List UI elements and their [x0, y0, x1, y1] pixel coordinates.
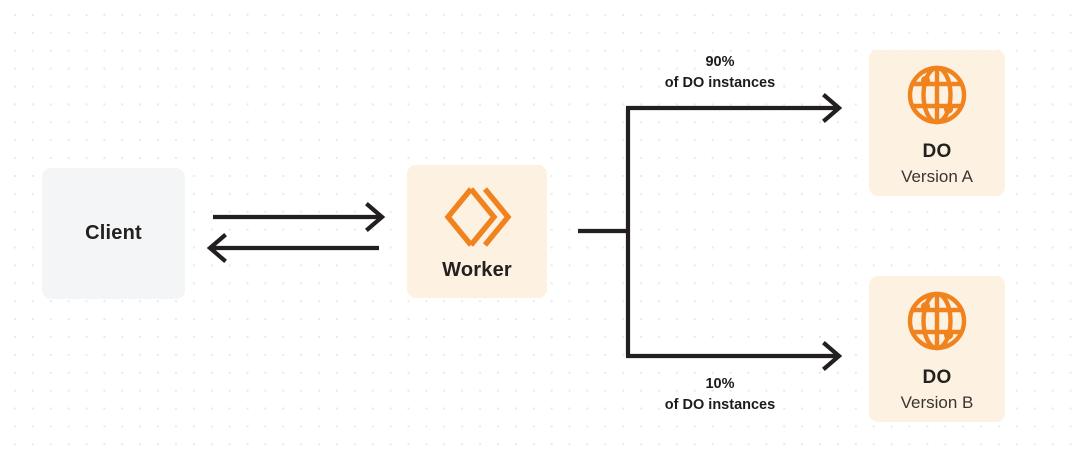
- connector-worker-split: [578, 108, 631, 356]
- edge-label-bottom-percent: 10%: [705, 376, 735, 392]
- arrow-worker-to-do-a: [626, 93, 843, 123]
- edge-label-bottom: 10% of DO instances: [630, 374, 810, 416]
- globe-icon: [905, 63, 969, 127]
- node-worker: Worker: [407, 165, 547, 298]
- node-client: Client: [42, 168, 185, 299]
- node-do-a-version: Version A: [901, 167, 973, 186]
- node-do-version-b: DO Version B: [869, 276, 1005, 422]
- arrow-client-to-worker: [213, 202, 386, 232]
- node-do-version-a: DO Version A: [869, 50, 1005, 196]
- node-client-label: Client: [85, 222, 142, 244]
- arrow-worker-to-client: [206, 233, 379, 263]
- cloudflare-workers-icon: [441, 184, 513, 250]
- globe-icon: [905, 289, 969, 353]
- node-do-b-version: Version B: [900, 393, 974, 412]
- node-do-a-label: DO: [922, 141, 952, 162]
- edge-label-top-description: of DO instances: [664, 75, 776, 91]
- arrow-worker-to-do-b: [626, 341, 843, 371]
- edge-label-top: 90% of DO instances: [630, 52, 810, 94]
- edge-label-top-percent: 90%: [705, 54, 735, 70]
- node-do-b-label: DO: [922, 367, 952, 388]
- edge-label-bottom-description: of DO instances: [664, 397, 776, 413]
- node-worker-label: Worker: [442, 258, 512, 281]
